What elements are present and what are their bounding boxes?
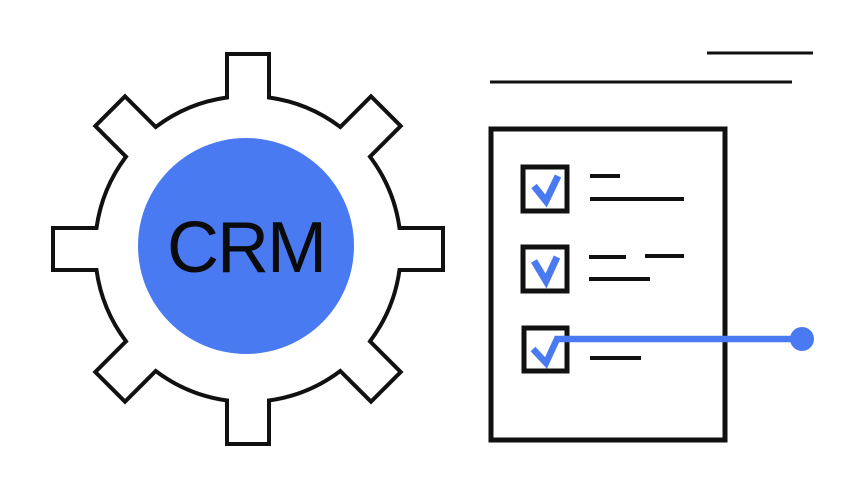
- checklist-row-1: [520, 164, 684, 214]
- checkbox: [520, 244, 570, 294]
- checklist-row-3: [521, 325, 814, 374]
- gear-label: CRM: [167, 208, 325, 288]
- checklist-row-2: [520, 244, 684, 294]
- gear-center-circle: [138, 138, 354, 354]
- gear-group: CRM: [51, 52, 445, 446]
- connector-dot: [790, 327, 814, 351]
- header-note-lines: [490, 51, 813, 84]
- checkmark-connector-line: [530, 335, 800, 369]
- checkmark-icon: [530, 255, 561, 289]
- checkbox: [521, 325, 570, 374]
- checkmark-icon: [531, 174, 562, 208]
